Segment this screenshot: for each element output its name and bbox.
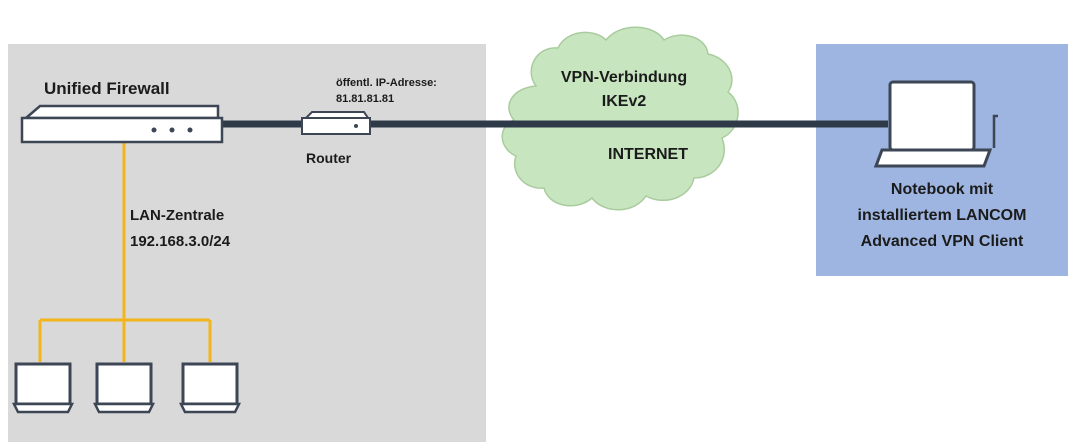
router-icon: [301, 111, 371, 135]
router-label: Router: [306, 150, 352, 166]
internet-cloud-icon: [501, 26, 739, 211]
public-ip-caption: öffentl. IP-Adresse:: [336, 77, 437, 89]
firewall-appliance-icon: [20, 104, 224, 144]
client-monitor-icon: [92, 362, 156, 414]
public-ip-value: 81.81.81.81: [336, 93, 394, 105]
notebook-label-line1: Notebook mit: [891, 181, 994, 198]
lan-wiring: [38, 140, 212, 362]
vpn-title: VPN-Verbindung: [561, 69, 687, 86]
notebook-icon: [873, 80, 998, 168]
lan-name: LAN-Zentrale: [130, 207, 224, 224]
notebook-label-line3: Advanced VPN Client: [861, 233, 1024, 250]
client-monitor-icon: [11, 362, 75, 414]
notebook-label-line2: installiertem LANCOM: [858, 207, 1027, 224]
vpn-protocol: IKEv2: [602, 93, 647, 110]
internet-label: INTERNET: [608, 146, 688, 163]
client-monitor-icon: [178, 362, 242, 414]
lan-subnet: 192.168.3.0/24: [130, 233, 231, 250]
firewall-label: Unified Firewall: [44, 79, 170, 98]
local-site-zone: [8, 44, 486, 442]
